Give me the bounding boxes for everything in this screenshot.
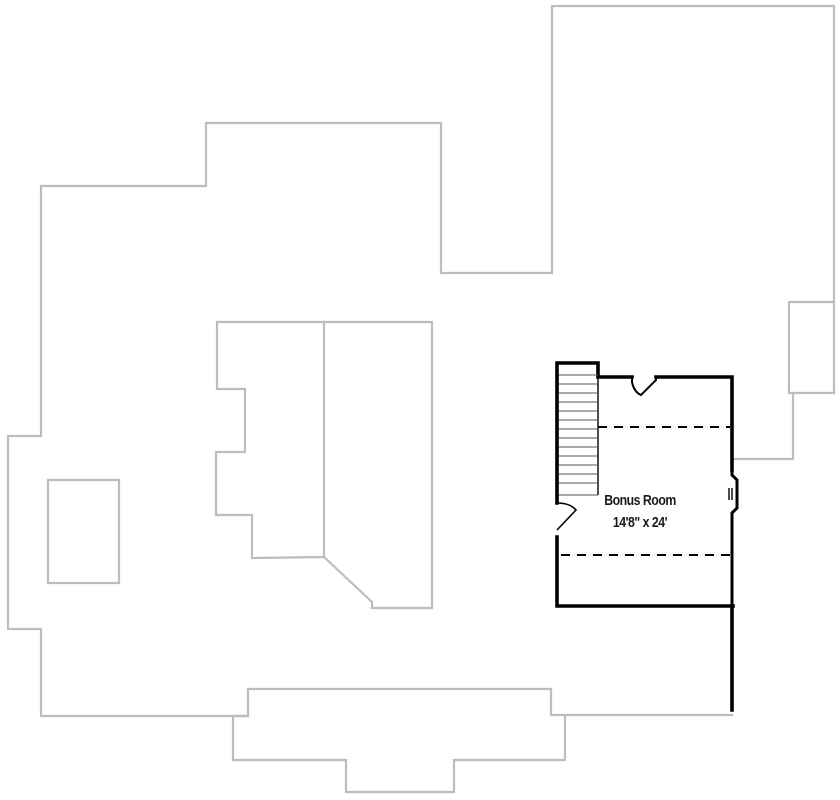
inner-open-area-right xyxy=(322,320,434,610)
room-label-bonus-room: Bonus Room xyxy=(604,492,676,509)
bonus-room-wall-top-left xyxy=(555,361,634,505)
main-floor-outline xyxy=(6,4,836,794)
window-icon xyxy=(730,468,739,608)
bonus-room-wall-bottom xyxy=(555,535,735,608)
left-rectangle-feature xyxy=(46,478,121,585)
exterior-outline-top-right xyxy=(439,4,836,395)
bonus-room-wall-top-right xyxy=(654,375,734,472)
bonus-room xyxy=(555,361,739,712)
right-bay-box xyxy=(787,300,836,395)
entry-door-swing-icon xyxy=(556,502,578,531)
door-swing-icon xyxy=(631,377,657,397)
stair-icon xyxy=(559,374,599,496)
right-side-connector xyxy=(731,391,795,461)
exterior-outline-left xyxy=(6,121,734,718)
front-porch-outline xyxy=(231,713,567,794)
inner-open-area xyxy=(214,320,326,560)
room-dimensions-bonus-room: 14'8" x 24' xyxy=(612,514,668,531)
